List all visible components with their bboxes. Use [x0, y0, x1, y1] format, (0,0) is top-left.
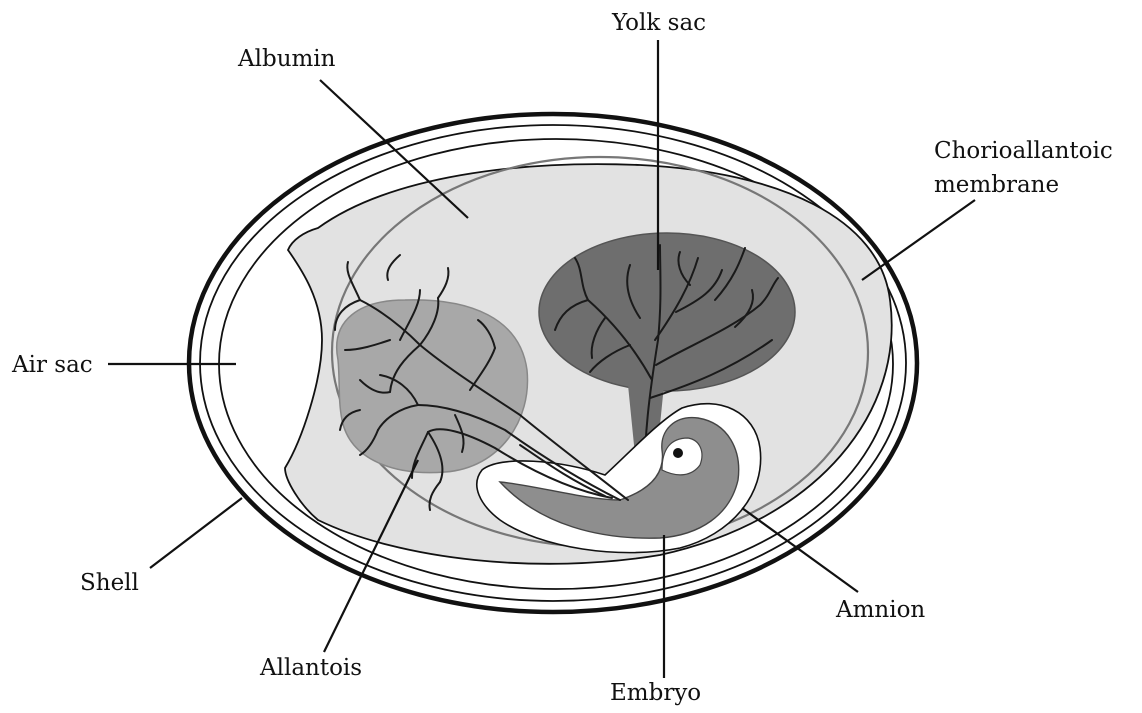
label-yolk-sac: Yolk sac: [611, 10, 706, 36]
label-amnion: Amnion: [835, 597, 925, 623]
label-albumin: Albumin: [237, 46, 336, 72]
label-embryo: Embryo: [610, 680, 701, 706]
label-air-sac: Air sac: [11, 352, 93, 378]
chorioallantoic-leader: [862, 200, 975, 280]
label-shell: Shell: [80, 570, 139, 596]
shell-leader: [150, 498, 242, 568]
label-chorioallantoic-line2: membrane: [934, 172, 1059, 198]
label-allantois: Allantois: [259, 655, 362, 681]
embryo-eye: [673, 448, 683, 458]
label-chorioallantoic-line1: Chorioallantoic: [934, 138, 1113, 164]
